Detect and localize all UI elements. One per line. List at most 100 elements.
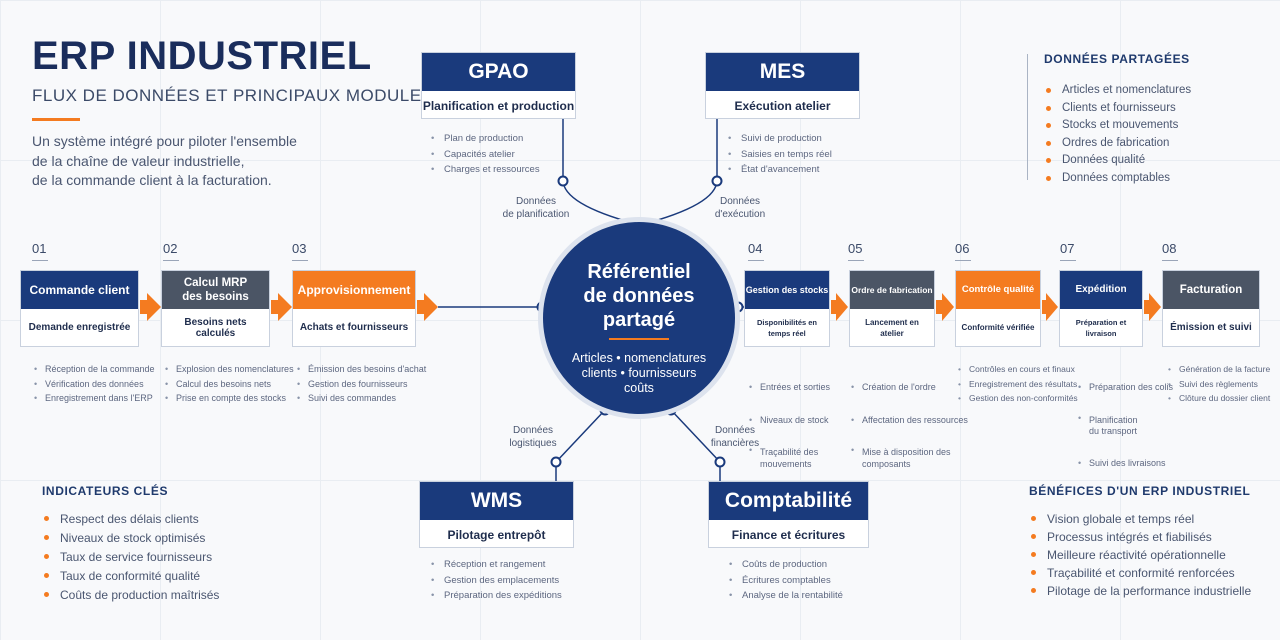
step-items-06: Contrôles en cours et finaux Enregistrem…: [957, 362, 1078, 406]
step-title: Calcul MRP des besoins: [162, 271, 269, 309]
hub-title-line: de données: [583, 285, 695, 307]
step-items-02: Explosion des nomenclatures Calcul des b…: [164, 362, 294, 406]
title-accent-line: [32, 118, 80, 121]
flow-label-line: Données: [719, 196, 761, 207]
list-item: Gestion des non-conformités: [957, 391, 1078, 406]
step-controle-qualite: Contrôle qualité Conformité vérifiée: [955, 270, 1041, 347]
flow-label-line: Données: [714, 425, 756, 436]
step-items-04: Entrées et sorties Niveaux de stock Traç…: [748, 362, 830, 488]
list-item: Suivi des commandes: [296, 391, 426, 406]
step-subtitle: Émission et suivi: [1170, 322, 1252, 333]
step-number: 06: [955, 241, 972, 261]
shared-data-hub: Référentiel de données partagé Articles …: [543, 222, 735, 414]
step-title: Expédition: [1060, 271, 1142, 309]
list-item: Affectation des ressources: [850, 413, 968, 428]
list-item: Réception de la commande: [33, 362, 155, 377]
kpi-item: Coûts de production maîtrisés: [42, 586, 302, 605]
step-number: 08: [1162, 241, 1179, 261]
page-description: Un système intégré pour piloter l'ensemb…: [32, 132, 332, 191]
step-approvisionnement: Approvisionnement Achats et fournisseurs: [292, 270, 416, 347]
step-subtitle: Lancement en atelier: [865, 317, 919, 338]
flow-label-gpao: Données de planification: [486, 195, 586, 221]
list-item: État d'avancement: [727, 162, 832, 178]
shared-data-item: Stocks et mouvements: [1044, 117, 1264, 135]
step-facturation: Facturation Émission et suivi: [1162, 270, 1260, 347]
flow-label-line: financières: [710, 438, 760, 449]
kpi-panel: INDICATEURS CLÉS Respect des délais clie…: [42, 484, 302, 605]
list-item: Gestion des fournisseurs: [296, 377, 426, 392]
flow-arrow-shaft: [831, 300, 838, 314]
hub-title: Référentiel de données partagé: [543, 260, 735, 332]
list-item: Traçabilité des mouvements: [748, 445, 830, 470]
step-gestion-stocks: Gestion des stocks Disponibilités en tem…: [744, 270, 830, 347]
list-item: Génération de la facture: [1167, 362, 1270, 377]
list-item: Enregistrement dans l'ERP: [33, 391, 155, 406]
flow-label-line: Données: [512, 425, 554, 436]
step-number: 03: [292, 241, 309, 261]
page-title: ERP INDUSTRIEL: [32, 34, 372, 78]
step-subtitle: Disponibilités en temps réel: [756, 317, 817, 338]
step-title: Gestion des stocks: [745, 271, 829, 309]
step-items-01: Réception de la commande Vérification de…: [33, 362, 155, 406]
flow-label-line: logistiques: [509, 438, 557, 449]
page-subtitle: FLUX DE DONNÉES ET PRINCIPAUX MODULES: [32, 86, 434, 105]
step-number: 01: [32, 241, 49, 261]
shared-data-list: Articles et nomenclatures Clients et fou…: [1044, 82, 1264, 187]
kpi-item: Taux de conformité qualité: [42, 567, 302, 586]
hub-item: coûts: [624, 381, 654, 395]
step-items-08: Génération de la facture Suivi des règle…: [1167, 362, 1270, 406]
list-item: Analyse de la rentabilité: [728, 588, 843, 604]
flow-arrow-icon: [1149, 293, 1161, 321]
step-number: 02: [163, 241, 180, 261]
flow-arrow-icon: [147, 293, 161, 321]
step-subtitle: Achats et fournisseurs: [299, 322, 409, 333]
step-number: 04: [748, 241, 765, 261]
module-compta-subtitle: Finance et écritures: [731, 528, 846, 542]
kpi-list: Respect des délais clients Niveaux de st…: [42, 510, 302, 605]
kpi-item: Respect des délais clients: [42, 510, 302, 529]
module-comptabilite: Comptabilité Finance et écritures: [708, 481, 869, 548]
list-item: Contrôles en cours et finaux: [957, 362, 1078, 377]
list-item: Suivi des livraisons: [1077, 456, 1173, 471]
module-gpao-name: GPAO: [422, 53, 575, 91]
list-item: Explosion des nomenclatures: [164, 362, 294, 377]
step-number: 05: [848, 241, 865, 261]
flow-arrow-icon: [278, 293, 292, 321]
kpi-title: INDICATEURS CLÉS: [42, 484, 169, 498]
step-subtitle: Conformité vérifiée: [961, 323, 1035, 332]
benefits-title: BÉNÉFICES D'UN ERP INDUSTRIEL: [1029, 484, 1251, 498]
list-item: Planification du transport: [1077, 413, 1173, 438]
step-items-07: Préparation des colis Planification du t…: [1077, 362, 1173, 488]
shared-data-title: DONNÉES PARTAGÉES: [1044, 52, 1190, 66]
hub-title-line: partagé: [602, 309, 676, 331]
shared-data-item: Données qualité: [1044, 152, 1264, 170]
step-title: Contrôle qualité: [956, 271, 1040, 309]
flow-arrow-shaft: [1042, 300, 1048, 314]
list-item: Vérification des données: [33, 377, 155, 392]
benefit-item: Pilotage de la performance industrielle: [1029, 582, 1269, 600]
description-line: de la commande client à la facturation.: [32, 172, 272, 188]
flow-arrow-shaft: [271, 300, 280, 314]
list-item: Préparation des colis: [1077, 380, 1173, 395]
kpi-item: Taux de service fournisseurs: [42, 548, 302, 567]
step-items-03: Émission des besoins d'achat Gestion des…: [296, 362, 426, 406]
flow-label-mes: Données d'exécution: [700, 195, 780, 221]
list-item: Entrées et sorties: [748, 380, 830, 395]
step-title: Commande client: [21, 271, 138, 309]
module-wms-subtitle: Pilotage entrepôt: [447, 528, 546, 542]
list-item: Prise en compte des stocks: [164, 391, 294, 406]
flow-label-line: de planification: [502, 209, 570, 220]
shared-data-divider: [1027, 54, 1028, 180]
flow-arrow-icon: [836, 293, 848, 321]
module-mes: MES Exécution atelier: [705, 52, 860, 119]
list-item: Enregistrement des résultats: [957, 377, 1078, 392]
step-subtitle: Préparation et livraison: [1075, 317, 1127, 338]
step-number: 07: [1060, 241, 1077, 261]
kpi-item: Niveaux de stock optimisés: [42, 529, 302, 548]
step-commande-client: Commande client Demande enregistrée: [20, 270, 139, 347]
list-item: Niveaux de stock: [748, 413, 830, 428]
list-item: Saisies en temps réel: [727, 147, 832, 163]
module-compta-items: Coûts de production Écritures comptables…: [728, 557, 843, 604]
flow-label-line: Données: [515, 196, 557, 207]
